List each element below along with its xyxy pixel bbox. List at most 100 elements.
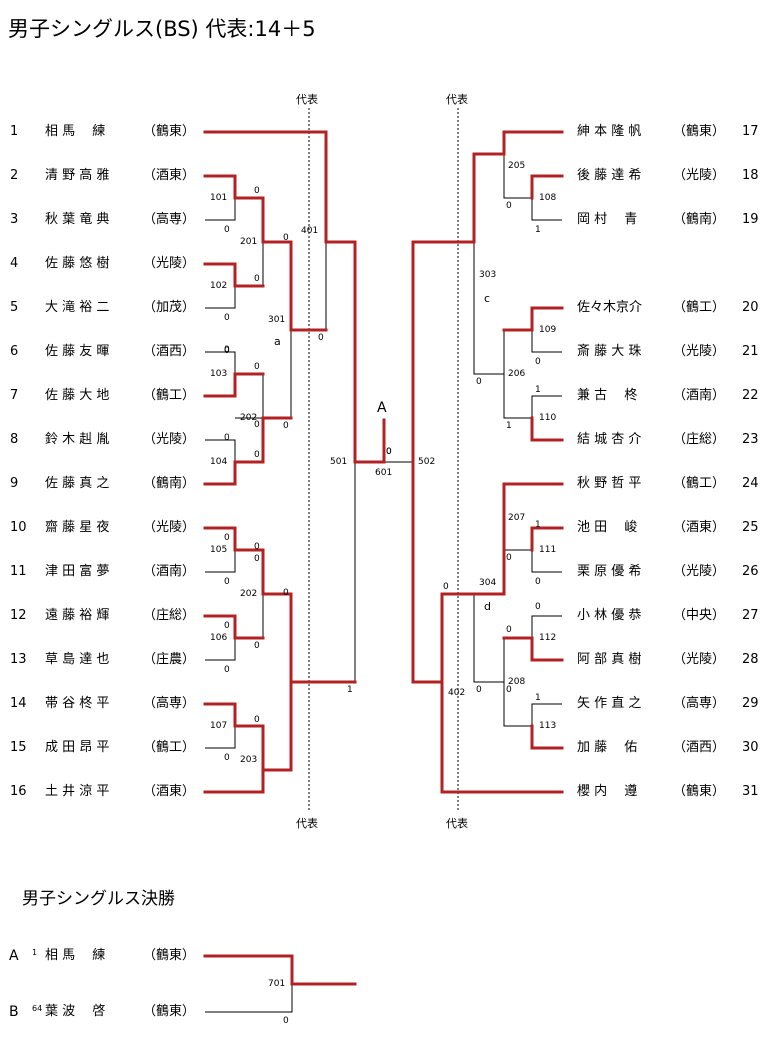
player-school: （庄総） bbox=[673, 432, 726, 447]
player-name: 佐 藤 友 暉 bbox=[45, 344, 110, 359]
match-score: 0 bbox=[224, 345, 230, 355]
match-score: 0 bbox=[224, 753, 230, 763]
match-label: 501 bbox=[330, 457, 348, 467]
match-score: 0 bbox=[283, 421, 289, 431]
player-seed: 25 bbox=[742, 520, 759, 535]
winner-path bbox=[203, 174, 328, 332]
player-seed: 21 bbox=[742, 344, 759, 359]
player-name: 加 藤 佑 bbox=[577, 740, 638, 755]
player-name: 土 井 涼 平 bbox=[45, 784, 110, 799]
match-score: 0 bbox=[254, 274, 260, 284]
player-school: （鶴東） bbox=[673, 124, 726, 139]
player-name: 齋 藤 星 夜 bbox=[45, 520, 110, 535]
player-name: 相 馬 練 bbox=[45, 948, 106, 963]
player-seed: 9 bbox=[10, 476, 19, 491]
winner-path bbox=[530, 526, 564, 552]
match-score: 0 bbox=[254, 554, 260, 564]
player-school: （高専） bbox=[143, 696, 196, 711]
player-seed: 2 bbox=[10, 168, 19, 183]
match-label: 112 bbox=[539, 633, 557, 643]
player-school: （光陵） bbox=[673, 564, 726, 579]
player-name: 佐 藤 真 之 bbox=[45, 476, 110, 491]
player-seed: 26 bbox=[742, 564, 759, 579]
player-name: 相 馬 練 bbox=[45, 124, 106, 139]
player-school: （庄総） bbox=[143, 608, 196, 623]
player-name: 成 田 昂 平 bbox=[45, 740, 110, 755]
player-school: （高専） bbox=[673, 696, 726, 711]
player-name: 大 滝 裕 二 bbox=[45, 300, 110, 315]
winner-path bbox=[203, 262, 265, 288]
player-seed: 6 bbox=[10, 344, 19, 359]
match-label: 108 bbox=[539, 193, 557, 203]
match-label: 202 bbox=[240, 413, 258, 423]
player-school: （酒東） bbox=[143, 784, 196, 799]
player-name: 秋 葉 竜 典 bbox=[45, 212, 110, 227]
player-seed: 19 bbox=[742, 212, 759, 227]
winner-path bbox=[203, 526, 357, 684]
match-score: 0 bbox=[506, 685, 512, 695]
match-label: 110 bbox=[539, 413, 557, 423]
player-seed: 1 bbox=[10, 124, 19, 139]
player-name: 斎 藤 大 珠 bbox=[577, 344, 642, 359]
player-school: （鶴工） bbox=[673, 300, 726, 315]
match-score: 1 bbox=[347, 685, 353, 695]
winner-path bbox=[203, 416, 293, 486]
player-school: （酒東） bbox=[143, 168, 196, 183]
player-seed: 3 bbox=[10, 212, 19, 227]
player-school: （光陵） bbox=[143, 432, 196, 447]
player-row: 1 相 馬 練 （鶴東） bbox=[0, 122, 767, 142]
daihyo-label-bottom-left: 代表 bbox=[296, 817, 318, 830]
player-seed: 5 bbox=[10, 300, 19, 315]
player-name: 葉 波 啓 bbox=[45, 1004, 106, 1019]
match-score: 0 bbox=[254, 641, 260, 651]
match-label: 502 bbox=[418, 457, 436, 467]
match-label: 201 bbox=[240, 237, 258, 247]
winner-path bbox=[411, 130, 564, 684]
player-name: 秋 野 哲 平 bbox=[577, 476, 642, 491]
player-school: （鶴東） bbox=[143, 1004, 196, 1019]
match-label: 301 bbox=[268, 315, 286, 325]
winner-path bbox=[530, 174, 564, 200]
bracket-line bbox=[503, 154, 532, 199]
match-label: 103 bbox=[210, 369, 228, 379]
player-name: 遠 藤 裕 輝 bbox=[45, 608, 110, 623]
match-label: 106 bbox=[210, 633, 228, 643]
block-label: A bbox=[377, 400, 387, 416]
player-name: 佐 藤 大 地 bbox=[45, 388, 110, 403]
match-score: 0 bbox=[224, 621, 230, 631]
player-seed: 28 bbox=[742, 652, 759, 667]
match-score: 0 bbox=[476, 377, 482, 387]
match-score: 0 bbox=[254, 362, 260, 372]
match-score: 0 bbox=[535, 577, 541, 587]
player-name: 佐 藤 悠 樹 bbox=[45, 256, 110, 271]
player-school: （酒南） bbox=[143, 564, 196, 579]
match-score: 0 bbox=[443, 582, 449, 592]
player-school: （酒西） bbox=[673, 740, 726, 755]
player-seed: 13 bbox=[10, 652, 27, 667]
match-score: 0 bbox=[535, 602, 541, 612]
match-score: 0 bbox=[506, 201, 512, 211]
match-score: 0 bbox=[318, 333, 324, 343]
winner-path bbox=[440, 482, 564, 794]
bracket-line bbox=[503, 330, 532, 419]
player-seed: 15 bbox=[10, 740, 27, 755]
player-school: （鶴南） bbox=[673, 212, 726, 227]
player-seed: 22 bbox=[742, 388, 759, 403]
